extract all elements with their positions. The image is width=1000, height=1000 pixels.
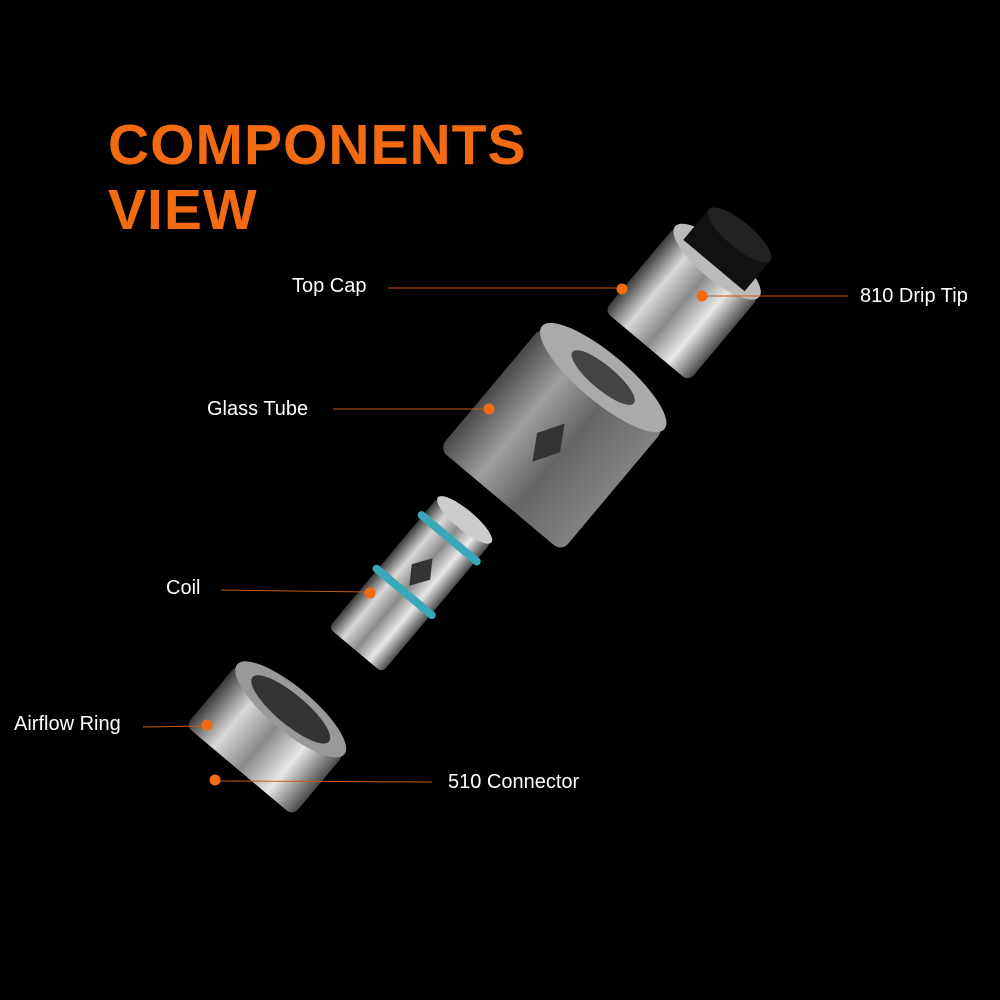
airflow-ring-part [188,661,347,813]
leader-connector [214,780,433,783]
label-top-cap: Top Cap [292,275,367,297]
glass-tube-part [443,322,667,548]
label-connector: 510 Connector [448,771,580,793]
dot-top-cap [616,283,628,295]
leader-lines [142,287,848,783]
dot-drip-tip [696,290,708,302]
dot-airflow-ring [201,719,213,731]
coil-part [331,496,493,671]
top-cap-part [607,207,772,379]
dot-coil [364,587,376,599]
title-line-2: VIEW [108,178,258,242]
label-airflow-ring: Airflow Ring [14,713,121,735]
dot-glass-tube [483,403,495,415]
leader-coil [220,589,371,593]
marker-dots [201,283,708,786]
title-line-1: COMPONENTS [108,113,527,177]
dot-connector [209,774,221,786]
label-coil: Coil [166,577,201,599]
leader-airflow-ring [142,725,208,728]
label-drip-tip: 810 Drip Tip [860,285,968,307]
label-glass-tube: Glass Tube [207,398,309,420]
